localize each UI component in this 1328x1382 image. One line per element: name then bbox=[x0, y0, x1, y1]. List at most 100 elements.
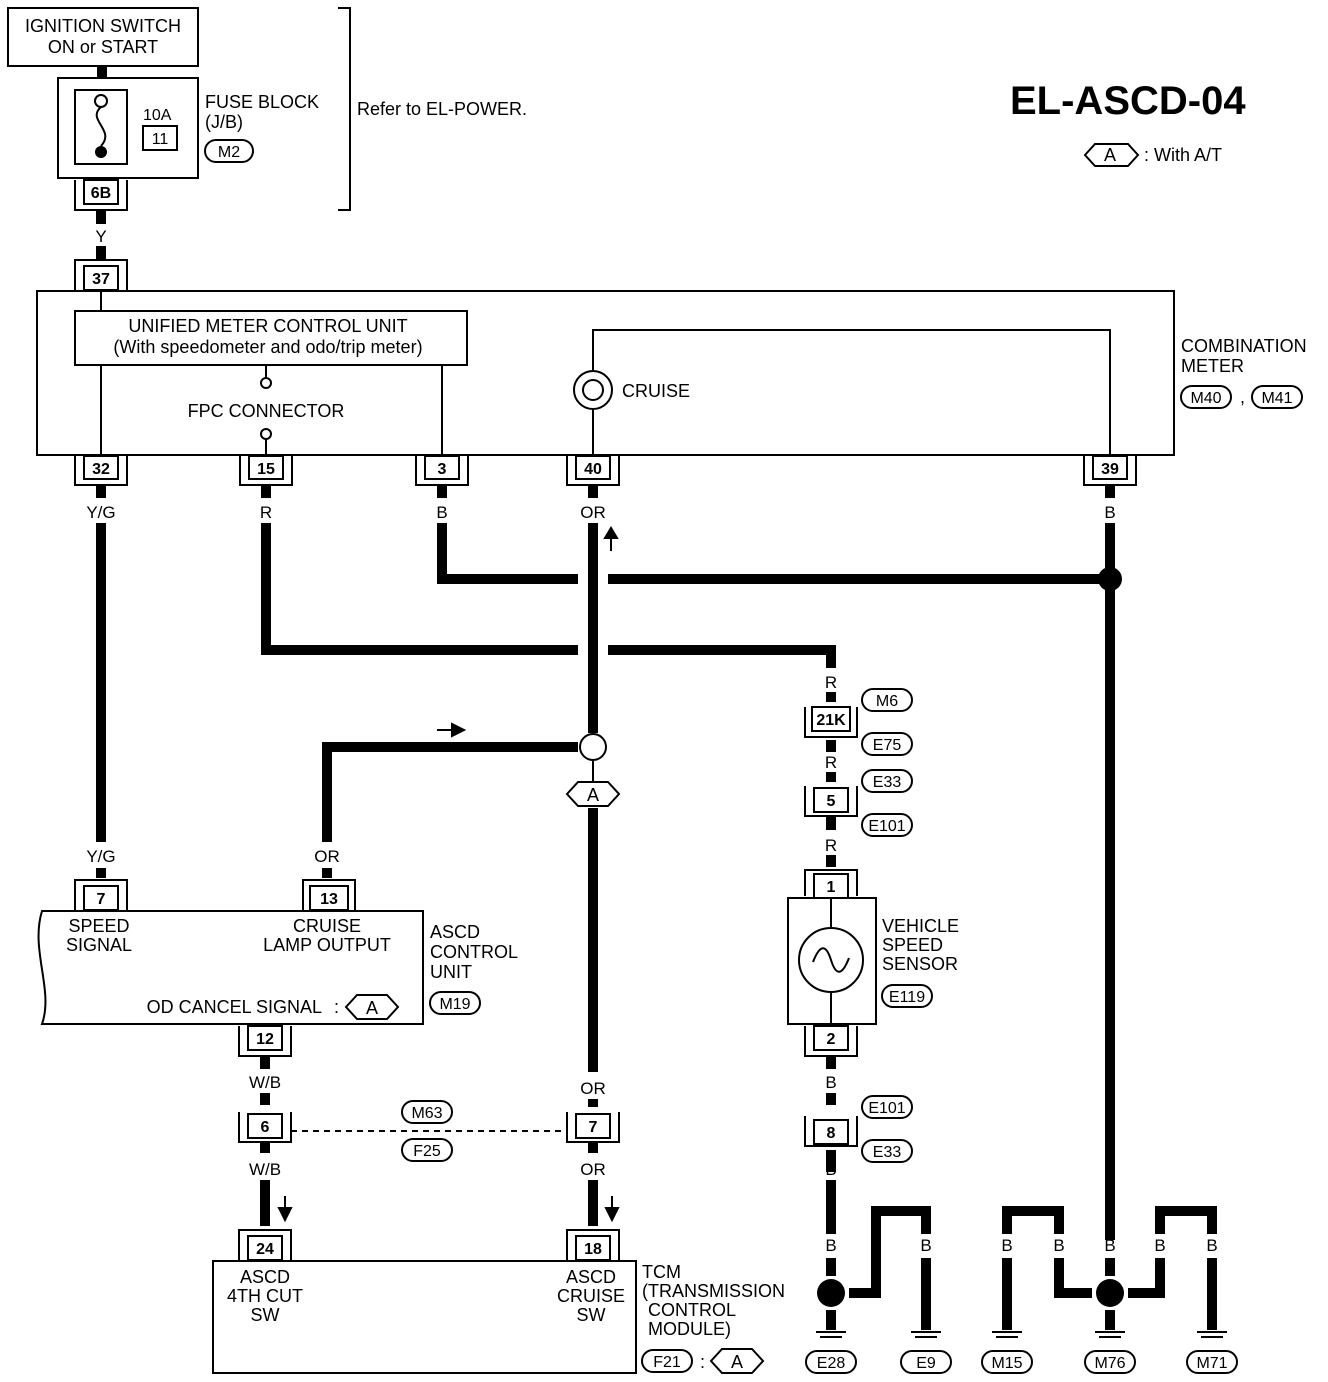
wire-label-wb-bottom: W/B bbox=[249, 1160, 281, 1179]
tcm-sw2-label-3: SW bbox=[577, 1305, 606, 1325]
wire-label-or-7-bottom: OR bbox=[580, 1160, 606, 1179]
ground-symbols bbox=[816, 1331, 1227, 1338]
svg-text:A: A bbox=[731, 1352, 743, 1372]
wire-label-b-m71: B bbox=[1206, 1236, 1217, 1255]
splice-e28 bbox=[817, 1279, 845, 1307]
fuse-block-label-1: FUSE BLOCK bbox=[205, 92, 319, 112]
svg-text:1: 1 bbox=[827, 879, 836, 896]
wire-label-b-sensor: B bbox=[825, 1073, 836, 1092]
ground-ref-m76: M76 bbox=[1094, 1355, 1125, 1372]
legend-symbol: A bbox=[1104, 145, 1116, 165]
combination-meter-connector-1: M40 bbox=[1190, 390, 1221, 407]
ground-ref-e9: E9 bbox=[916, 1355, 936, 1372]
wire-label-b-meter: B bbox=[436, 503, 447, 522]
unit-label-2: (With speedometer and odo/trip meter) bbox=[113, 337, 422, 357]
connector-ref-m63: M63 bbox=[411, 1105, 442, 1122]
ascd-label-3: UNIT bbox=[430, 962, 472, 982]
terminal-tcm-18: 18 bbox=[566, 1229, 620, 1261]
svg-text:8: 8 bbox=[827, 1125, 836, 1142]
svg-text:A: A bbox=[366, 998, 378, 1018]
fuse-number: 11 bbox=[152, 131, 169, 148]
legend-text: : With A/T bbox=[1144, 145, 1222, 165]
splice-b bbox=[1098, 567, 1122, 591]
connector-ref-e33-b: E33 bbox=[873, 1144, 902, 1161]
wire-label-r-sensor: R bbox=[825, 836, 837, 855]
wire-label-b-m76: B bbox=[1104, 1236, 1115, 1255]
sensor-label-3: SENSOR bbox=[882, 954, 958, 974]
option-symbol-a: A bbox=[565, 781, 621, 807]
ignition-switch-box: IGNITION SWITCH ON or START bbox=[7, 7, 199, 67]
wire-label-yg-upper: Y/G bbox=[86, 503, 115, 522]
junction-or bbox=[579, 733, 607, 761]
connector-ref-e101-b: E101 bbox=[868, 1100, 905, 1117]
wire-label-r-meter: R bbox=[260, 503, 272, 522]
connector-ref-f25: F25 bbox=[413, 1143, 441, 1160]
ground-ref-m71: M71 bbox=[1196, 1355, 1227, 1372]
cruise-lamp-label: CRUISE bbox=[622, 381, 690, 401]
svg-text::: : bbox=[334, 997, 339, 1017]
connector-ref-e101-a: E101 bbox=[868, 818, 905, 835]
tcm-connector-ref: F21 bbox=[653, 1354, 681, 1371]
wire-label-r-m6: R bbox=[825, 673, 837, 692]
legend: A : With A/T bbox=[1083, 143, 1222, 167]
sensor-label-1: VEHICLE bbox=[882, 916, 959, 936]
cruise-lamp-output-label-1: CRUISE bbox=[293, 916, 361, 936]
terminal-ascd-7: 7 bbox=[74, 879, 128, 911]
svg-text:39: 39 bbox=[1101, 461, 1119, 478]
combination-meter: UNIFIED METER CONTROL UNIT (With speedom… bbox=[36, 290, 1307, 456]
connector-7: 7 bbox=[566, 1112, 620, 1143]
terminal-40: 40 bbox=[566, 455, 620, 486]
splice-m76 bbox=[1096, 1279, 1124, 1307]
svg-text:13: 13 bbox=[320, 891, 338, 908]
wire-label-or-meter: OR bbox=[580, 503, 606, 522]
wire-label-b-m15: B bbox=[1001, 1236, 1012, 1255]
od-cancel-signal-label: OD CANCEL SIGNAL bbox=[147, 997, 322, 1017]
signal-arrow-right bbox=[437, 722, 467, 738]
tcm-label-3: CONTROL bbox=[648, 1300, 736, 1320]
wire-label-b-e33: B bbox=[825, 1160, 836, 1179]
terminal-32: 32 bbox=[74, 455, 128, 486]
svg-text:6: 6 bbox=[261, 1119, 270, 1136]
refer-bracket bbox=[338, 7, 351, 211]
sensor-label-2: SPEED bbox=[882, 935, 943, 955]
connector-5: 5 bbox=[804, 786, 858, 817]
wire-label-yg-lower: Y/G bbox=[86, 847, 115, 866]
wire-label-b-e28a: B bbox=[825, 1236, 836, 1255]
terminal-39: 39 bbox=[1083, 455, 1137, 486]
wire-label-or-ascd: OR bbox=[314, 847, 340, 866]
thick-wires bbox=[96, 523, 1217, 1330]
svg-text:24: 24 bbox=[256, 1241, 274, 1258]
fuse-connector-ref: M2 bbox=[218, 144, 240, 161]
combination-meter-label-2: METER bbox=[1181, 356, 1244, 376]
svg-text:18: 18 bbox=[584, 1241, 602, 1258]
tcm-sw1-label-3: SW bbox=[251, 1305, 280, 1325]
fuse-block-label-2: (J/B) bbox=[205, 112, 243, 132]
unit-label-1: UNIFIED METER CONTROL UNIT bbox=[128, 316, 407, 336]
svg-text:7: 7 bbox=[97, 891, 106, 908]
terminal-3: 3 bbox=[415, 455, 469, 486]
connector-ref-e33-a: E33 bbox=[873, 774, 902, 791]
tcm-sw1-label-1: ASCD bbox=[240, 1267, 290, 1287]
cruise-lamp-icon bbox=[573, 370, 613, 410]
fuse-rating: 10A bbox=[143, 107, 172, 124]
refer-note: Refer to EL-POWER. bbox=[357, 99, 527, 119]
svg-text:7: 7 bbox=[589, 1119, 598, 1136]
legend-symbol-outline bbox=[1083, 143, 1140, 167]
ascd-control-unit: SPEED SIGNAL CRUISE LAMP OUTPUT OD CANCE… bbox=[37, 910, 518, 1025]
signal-arrow-down-1 bbox=[277, 1196, 293, 1223]
connector-21k: 21K bbox=[804, 706, 858, 738]
fuse-icon bbox=[95, 106, 107, 147]
wire-label-b-e28b: B bbox=[870, 1236, 881, 1255]
ground-ref-m15: M15 bbox=[991, 1355, 1022, 1372]
wire-label-y: Y bbox=[95, 227, 106, 246]
speed-signal-label-2: SIGNAL bbox=[66, 935, 132, 955]
svg-text:15: 15 bbox=[257, 461, 275, 478]
wire-label-b-39: B bbox=[1104, 503, 1115, 522]
cruise-lamp-output-label-2: LAMP OUTPUT bbox=[263, 935, 391, 955]
unified-meter-control-unit bbox=[74, 310, 468, 366]
svg-text:37: 37 bbox=[92, 271, 110, 288]
svg-text:2: 2 bbox=[827, 1031, 836, 1048]
wire-label-b-m15b: B bbox=[1053, 1236, 1064, 1255]
svg-text:3: 3 bbox=[438, 461, 447, 478]
